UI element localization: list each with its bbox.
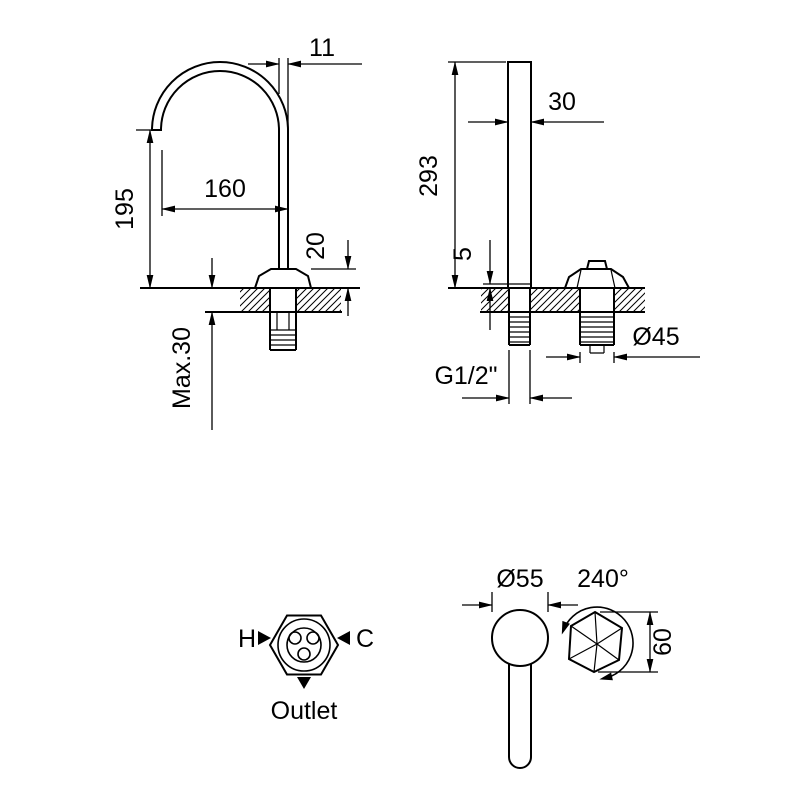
spout-base-circle (491, 609, 549, 667)
valve-inlet-tube (589, 345, 605, 354)
outlet-arrow-icon (297, 677, 311, 689)
dimension-spout-diameter: Ø55 (462, 565, 578, 612)
deck-hatch (296, 289, 341, 311)
dim-label-reach: 160 (204, 175, 246, 203)
dimension-spout-od: 11 (248, 34, 362, 128)
valve-outer-circle (277, 618, 331, 672)
valve-inner-circle (286, 627, 322, 663)
dimension-base-height: 20 (302, 232, 356, 316)
gooseneck-spout (150, 61, 289, 270)
dimension-handle-width: 60 (598, 611, 677, 673)
rotation-arc (562, 606, 634, 680)
crystal-facets (568, 611, 623, 673)
dimension-collar-gap: 5 (449, 240, 508, 330)
handle-crystal (567, 610, 624, 674)
cold-label: C (356, 625, 374, 653)
dim-label-valve-diameter: Ø45 (632, 323, 679, 351)
dimension-valve-diameter: Ø45 (546, 323, 700, 363)
dim-label-thread-size: G1/2" (434, 362, 497, 390)
dim-label-base-height: 20 (302, 232, 330, 260)
hot-label: H (238, 625, 256, 653)
valve-escutcheon (563, 268, 631, 289)
rotation-view: Ø55 240° 60 (462, 565, 677, 769)
hot-port (288, 631, 302, 645)
deck-hatch (614, 289, 645, 311)
escutcheon-side (253, 268, 313, 289)
dimension-spout-width: 30 (468, 88, 604, 126)
arc-arrow-end-icon (599, 672, 613, 681)
spout-shank-front (508, 288, 531, 346)
valve-front (563, 260, 631, 354)
spout-arm-top-view (508, 663, 532, 769)
thread-lines (510, 316, 529, 343)
dim-label-handle-width: 60 (649, 628, 677, 656)
threaded-shank-side (269, 288, 297, 351)
valve-stem-cap (585, 260, 609, 270)
thread-lines (581, 316, 613, 343)
dimension-total-height: 293 (415, 61, 506, 289)
valve-top-view: H C Outlet (238, 614, 374, 725)
valve-hex-body (268, 614, 340, 676)
dim-label-deck-thickness: Max.30 (168, 327, 196, 409)
dimension-spout-height: 195 (111, 129, 160, 289)
swivel-arc: 240° (561, 565, 634, 681)
dimension-thread-size: G1/2" (434, 350, 572, 404)
dim-label-spout-diameter: Ø55 (496, 565, 543, 593)
cold-port (306, 631, 320, 645)
dimension-deck-thickness: Max.30 (168, 258, 216, 430)
deck-hatch (531, 289, 580, 311)
arc-arrow-start-icon (561, 620, 570, 635)
deck-hatch (481, 289, 509, 311)
dim-label-spout-width: 30 (548, 88, 576, 116)
mounting-deck-side (140, 287, 360, 313)
thread-lines (271, 334, 295, 346)
spout-tube-front (507, 61, 532, 289)
mounting-deck-front (448, 287, 645, 313)
cold-arrow-icon (337, 631, 350, 645)
front-view: 30 293 5 G1/2" Ø45 (415, 61, 700, 404)
side-view: 11 160 195 20 Max.30 (111, 34, 362, 430)
hot-arrow-icon (258, 631, 271, 645)
dim-label-swivel-angle: 240° (577, 565, 629, 593)
deck-hatch (240, 289, 270, 311)
dim-label-spout-height: 195 (111, 188, 139, 230)
dim-label-collar-gap: 5 (449, 247, 477, 261)
dimension-reach: 160 (161, 150, 289, 216)
dim-label-spout-od: 11 (309, 34, 335, 62)
outlet-port (297, 647, 311, 661)
dim-label-total-height: 293 (415, 155, 443, 197)
outlet-label: Outlet (271, 697, 338, 725)
